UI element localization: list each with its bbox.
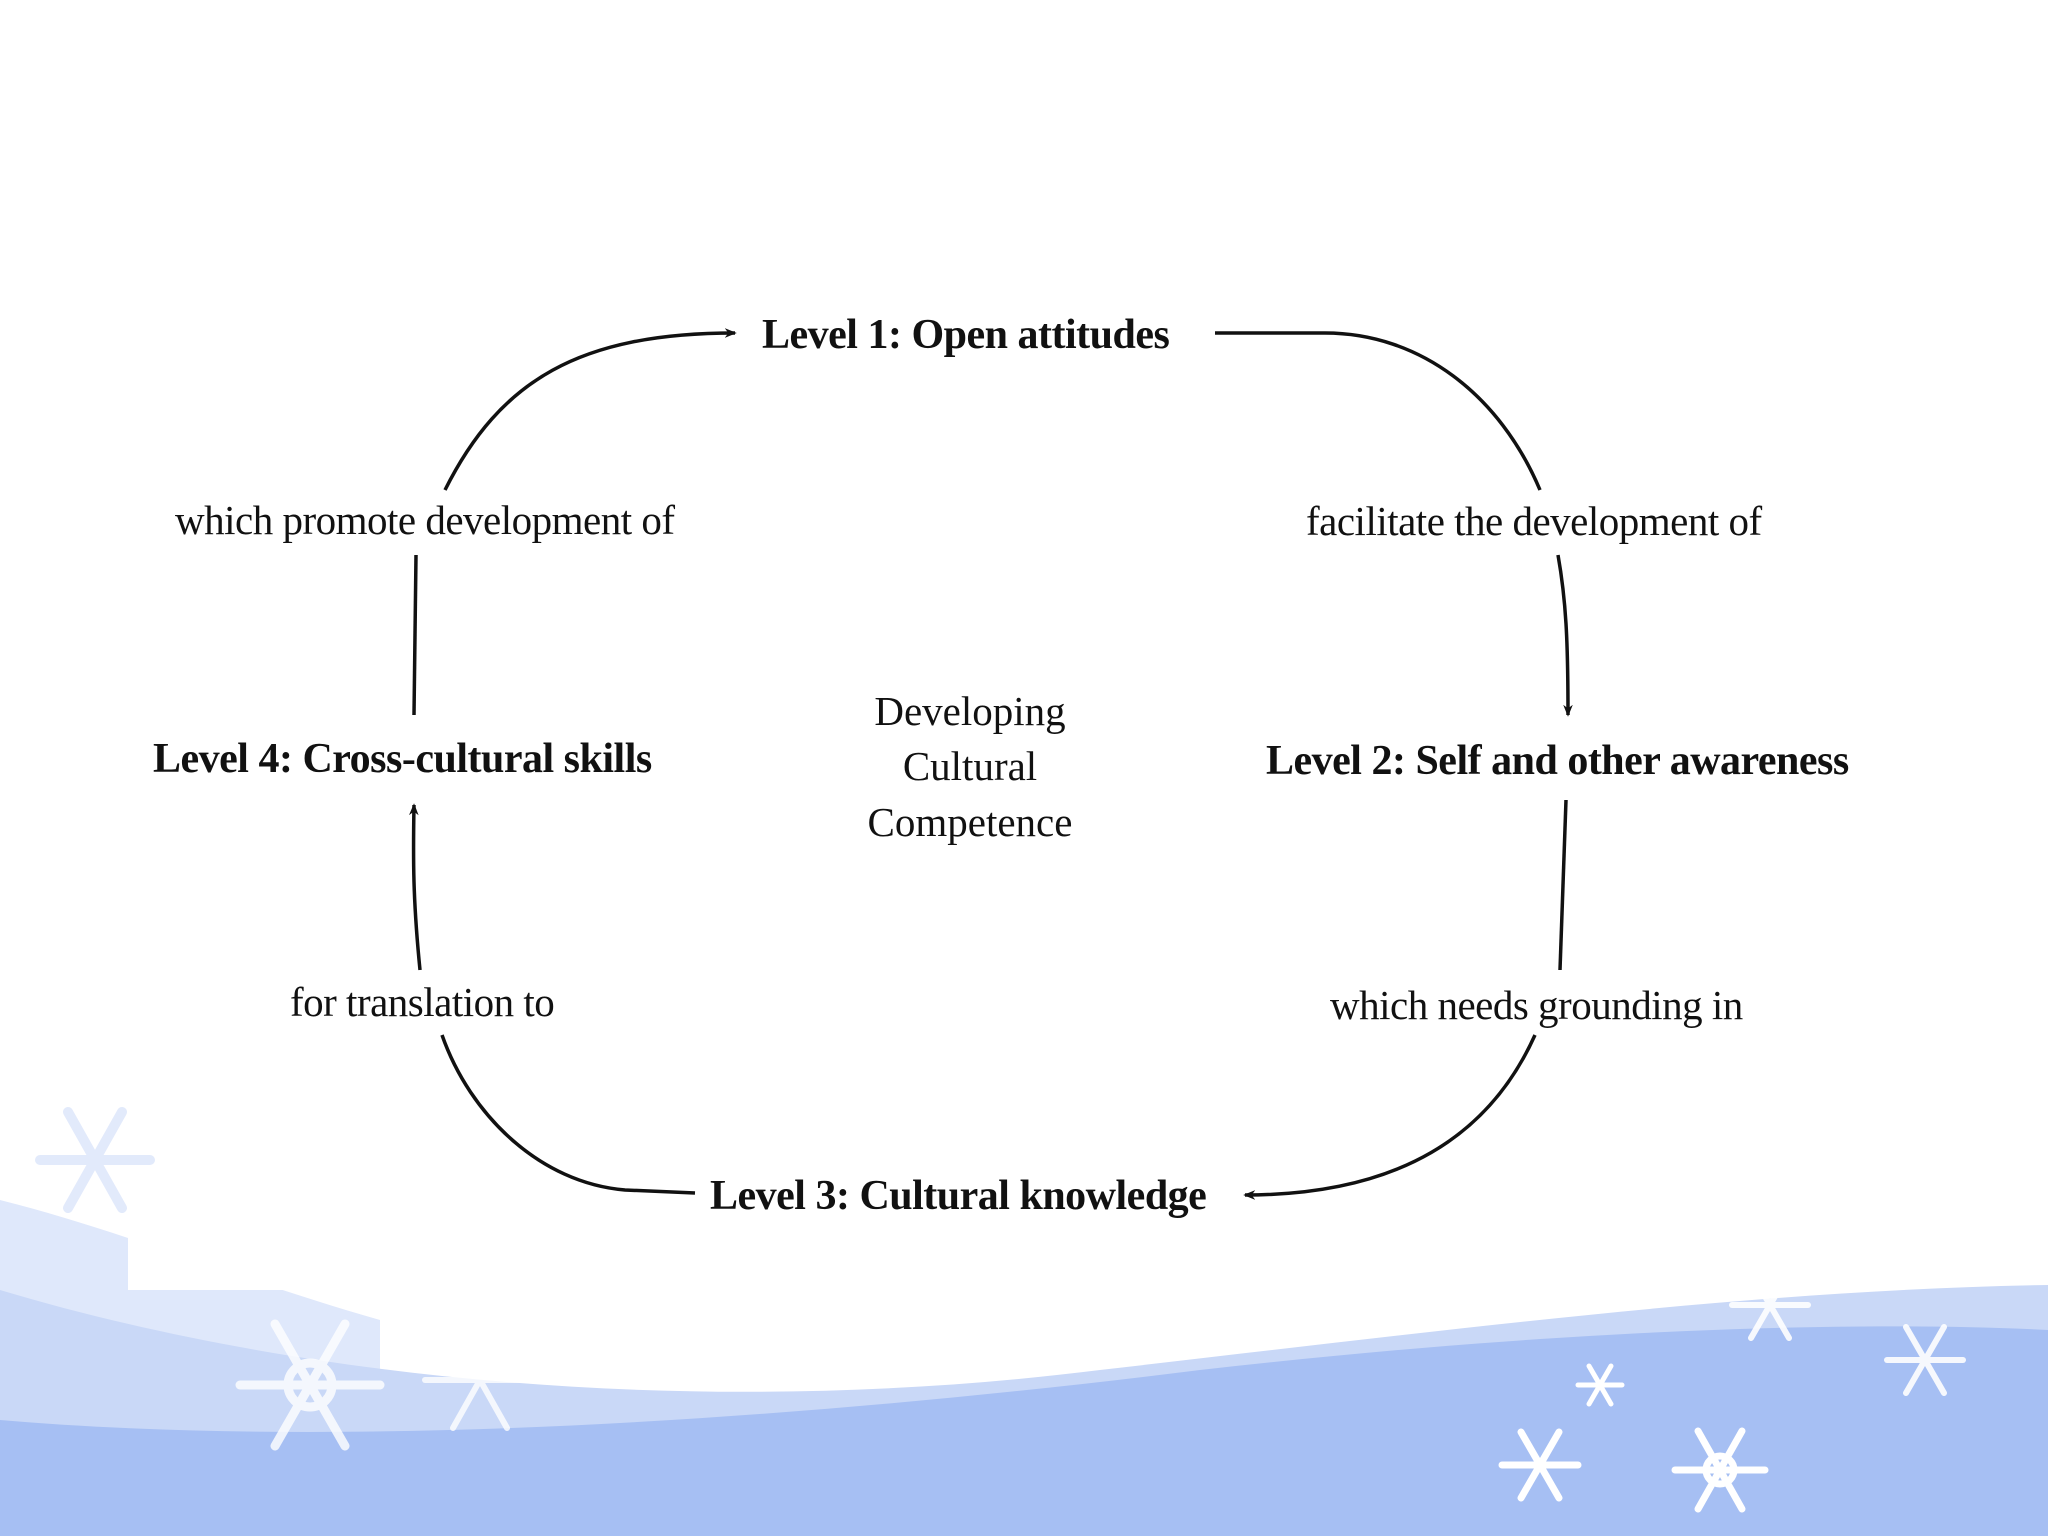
snowflake-icon [1575, 1363, 1625, 1407]
snowflake-icon [1729, 1269, 1811, 1341]
arrow-level4-to-level1-upper [443, 328, 737, 491]
arrow-level1-to-level2-lower [1556, 554, 1573, 717]
content-panel [128, 0, 2048, 1290]
level-3-label: Level 3: Cultural knowledge [710, 1173, 1207, 1219]
connector-level1-to-level2: facilitate the development of [1306, 498, 1762, 544]
level-2-label: Level 2: Self and other awareness [1266, 738, 1849, 784]
connector-level3-to-level4: for translation to [290, 979, 555, 1025]
connector-level4-to-level1: which promote development of [175, 497, 675, 543]
snowflake-icon [1884, 1324, 1966, 1396]
level-4-label: Level 4: Cross-cultural skills [153, 736, 652, 782]
arrow-level2-to-level3-upper [1558, 799, 1568, 971]
snowflake-icon [235, 1319, 385, 1451]
arrow-level2-to-level3-lower [1243, 1034, 1537, 1200]
center-title-line-3: Competence [867, 798, 1073, 845]
snowflake-icon [422, 1329, 538, 1431]
center-title-line-1: Developing [874, 688, 1066, 734]
snowflake-icon [1498, 1428, 1582, 1502]
arrow-level3-to-level4-upper [409, 803, 422, 971]
wave-dark [0, 1326, 2048, 1536]
arrow-level1-to-level2-upper [1215, 331, 1542, 491]
snowflake-icon [35, 1107, 155, 1213]
connector-level2-to-level3: which needs grounding in [1330, 982, 1743, 1028]
center-title-line-2: Cultural [902, 743, 1038, 790]
center-title: Developing Cultural Competence [800, 684, 1140, 850]
arrow-level4-to-level1-lower [412, 554, 418, 716]
arrow-level3-to-level4-lower [440, 1034, 696, 1195]
level-1-label: Level 1: Open attitudes [762, 312, 1170, 358]
snowflake-icon [1671, 1427, 1769, 1513]
